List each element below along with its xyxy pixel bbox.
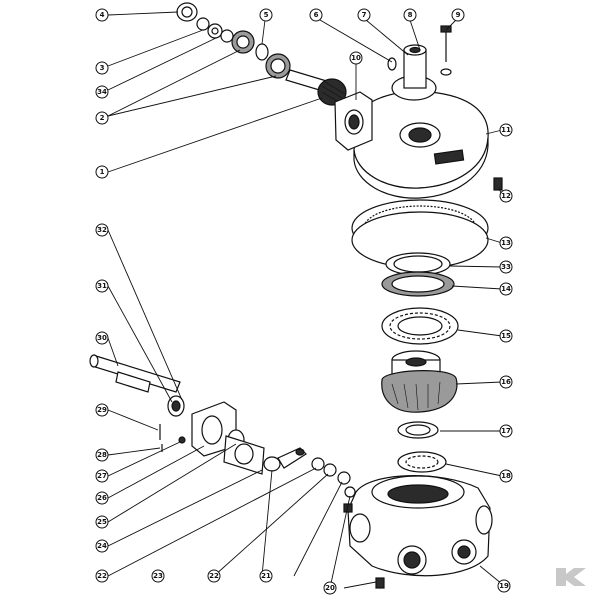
lower-housing (343, 475, 493, 589)
upper-housing (334, 25, 503, 199)
svg-text:13: 13 (501, 239, 511, 247)
svg-text:24: 24 (97, 542, 107, 550)
svg-text:26: 26 (97, 494, 107, 502)
ring-and-bearing-stack (381, 252, 459, 345)
svg-text:2: 2 (100, 114, 105, 122)
callout-7: 7 (357, 8, 371, 22)
callout-27: 27 (95, 469, 109, 483)
svg-text:28: 28 (97, 451, 107, 459)
callout-34: 34 (95, 85, 109, 99)
svg-text:32: 32 (97, 226, 107, 234)
svg-text:27: 27 (97, 472, 107, 480)
callout-29: 29 (95, 403, 109, 417)
callout-labels: 4 5 6 7 8 9 10 3 34 2 1 11 12 13 33 14 1… (95, 8, 513, 595)
callout-23: 23 (151, 569, 165, 583)
input-shaft-assembly (176, 2, 347, 106)
callout-2: 2 (95, 111, 109, 125)
crown-gear (351, 199, 489, 269)
logo (552, 566, 588, 588)
callout-33: 33 (499, 260, 513, 274)
callout-22: 22 (95, 569, 109, 583)
svg-text:8: 8 (408, 11, 413, 19)
callout-32: 32 (95, 223, 109, 237)
svg-text:14: 14 (501, 285, 511, 293)
svg-text:20: 20 (325, 584, 335, 592)
callout-1: 1 (95, 165, 109, 179)
callout-25: 25 (95, 515, 109, 529)
svg-text:19: 19 (499, 582, 509, 590)
svg-text:15: 15 (501, 332, 511, 340)
callout-17: 17 (499, 424, 513, 438)
callout-15: 15 (499, 329, 513, 343)
svg-text:21: 21 (261, 572, 271, 580)
svg-text:7: 7 (362, 11, 367, 19)
callout-24: 24 (95, 539, 109, 553)
callout-10: 10 (349, 51, 363, 65)
callout-8: 8 (403, 8, 417, 22)
svg-text:16: 16 (501, 378, 511, 386)
callout-22b: 22 (207, 569, 221, 583)
svg-text:22: 22 (97, 572, 107, 580)
callout-31: 31 (95, 279, 109, 293)
lower-rings (397, 421, 447, 473)
svg-text:22: 22 (209, 572, 219, 580)
svg-text:12: 12 (501, 192, 511, 200)
callout-5: 5 (259, 8, 273, 22)
svg-text:10: 10 (351, 54, 361, 62)
leader-lines (107, 11, 503, 589)
callout-19: 19 (497, 579, 511, 593)
svg-text:33: 33 (501, 263, 511, 271)
callout-21: 21 (259, 569, 273, 583)
callout-13: 13 (499, 236, 513, 250)
side-shaft-assembly (89, 354, 356, 498)
svg-text:18: 18 (501, 472, 511, 480)
svg-text:9: 9 (456, 11, 461, 19)
callout-6: 6 (309, 8, 323, 22)
callout-4: 4 (95, 8, 109, 22)
svg-text:25: 25 (97, 518, 107, 526)
svg-text:3: 3 (100, 64, 105, 72)
svg-text:4: 4 (100, 11, 105, 19)
callout-28: 28 (95, 448, 109, 462)
callout-18: 18 (499, 469, 513, 483)
callout-14: 14 (499, 282, 513, 296)
svg-text:23: 23 (153, 572, 163, 580)
svg-text:30: 30 (97, 334, 107, 342)
callout-3: 3 (95, 61, 109, 75)
svg-text:11: 11 (501, 126, 511, 134)
callout-16: 16 (499, 375, 513, 389)
callout-30: 30 (95, 331, 109, 345)
callout-9: 9 (451, 8, 465, 22)
svg-text:34: 34 (97, 88, 107, 96)
callout-11: 11 (499, 123, 513, 137)
svg-text:1: 1 (100, 168, 105, 176)
svg-text:5: 5 (264, 11, 269, 19)
callout-26: 26 (95, 491, 109, 505)
pinion-gear (381, 350, 458, 413)
svg-text:29: 29 (97, 406, 107, 414)
svg-text:31: 31 (97, 282, 107, 290)
callout-12: 12 (499, 189, 513, 203)
svg-text:17: 17 (501, 427, 511, 435)
svg-text:6: 6 (314, 11, 319, 19)
callout-20: 20 (323, 581, 337, 595)
